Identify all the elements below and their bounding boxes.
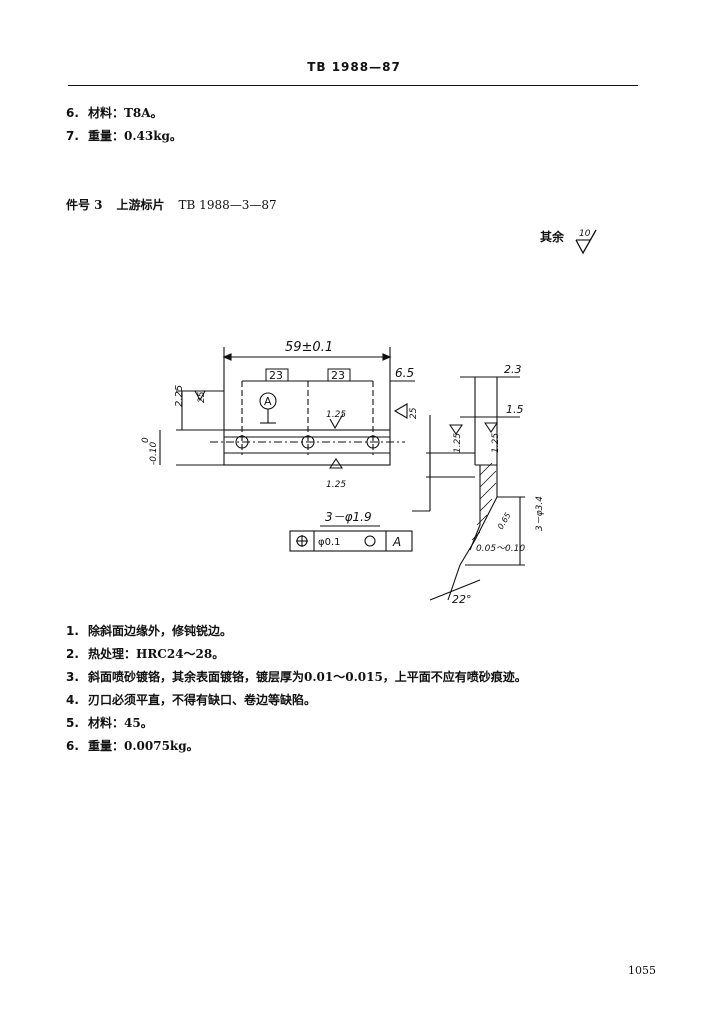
dim-overall-length: 59±0.1 bbox=[285, 340, 333, 355]
tol-datum: A bbox=[392, 535, 401, 549]
part-heading: 件号 3 上游标片 TB 1988—3—87 bbox=[66, 196, 291, 213]
dim-height-left: 2.25 bbox=[174, 385, 185, 407]
page-header: TB 1988—87 bbox=[307, 60, 401, 74]
note-text: 重量：0.0075kg。 bbox=[88, 739, 199, 753]
roughness-note-label: 其余 bbox=[540, 230, 565, 244]
dim-side-depth: 0.65 bbox=[496, 511, 513, 531]
note-3: 3. 斜面喷砂镀铬，其余表面镀铬，镀层厚为0.01～0.015，上平面不应有喷砂痕… bbox=[66, 668, 527, 685]
roughness-r6: 1.25 bbox=[491, 433, 501, 453]
part-code: TB 1988—3—87 bbox=[178, 198, 277, 212]
dim-holes: 3－φ1.9 bbox=[325, 510, 372, 524]
note-2: 2. 热处理：HRC24～28。 bbox=[66, 645, 224, 662]
tol-position-value: φ0.1 bbox=[318, 537, 341, 548]
dim-angle: 22° bbox=[452, 593, 472, 606]
note-number: 5. bbox=[66, 716, 79, 730]
technical-drawing: 59±0.1 23 23 6.5 2.25 0 -0.10 A 25 25 1.… bbox=[141, 340, 545, 606]
top-item-6: 6. 材料：T8A。 bbox=[66, 104, 163, 121]
roughness-r2: 25 bbox=[409, 407, 419, 419]
top-item-text: 材料：T8A。 bbox=[88, 106, 163, 120]
note-number: 1. bbox=[66, 624, 79, 638]
dim-spacing-1: 23 bbox=[269, 369, 283, 382]
page-number: 1055 bbox=[628, 964, 656, 977]
part-name: 上游标片 bbox=[116, 198, 165, 212]
part-label: 件号 3 bbox=[66, 198, 103, 212]
roughness-note-value: 10 bbox=[579, 229, 591, 239]
front-view-plate bbox=[223, 429, 391, 466]
top-item-number: 7. bbox=[66, 129, 79, 143]
note-text: 材料：45。 bbox=[88, 716, 153, 730]
check-icon bbox=[575, 229, 597, 255]
top-item-number: 6. bbox=[66, 106, 79, 120]
roughness-r4: 1.25 bbox=[326, 480, 346, 490]
note-5: 5. 材料：45。 bbox=[66, 714, 153, 731]
roughness-r3: 1.25 bbox=[326, 410, 346, 420]
dim-side-thickness: 0.05～0.10 bbox=[476, 544, 525, 554]
note-text: 刃口必须平直，不得有缺口、卷边等缺陷。 bbox=[88, 693, 317, 707]
roughness-note-symbol: 10 bbox=[575, 229, 597, 255]
side-view-profile bbox=[447, 464, 498, 601]
dim-right-offset: 6.5 bbox=[395, 366, 414, 380]
note-text: 除斜面边缘外，修钝锐边。 bbox=[88, 624, 233, 638]
dim-tol-top: 0 bbox=[141, 437, 151, 443]
note-6: 6. 重量：0.0075kg。 bbox=[66, 737, 199, 754]
note-4: 4. 刃口必须平直，不得有缺口、卷边等缺陷。 bbox=[66, 691, 316, 708]
dim-side-width: 2.3 bbox=[504, 363, 522, 376]
note-text: 斜面喷砂镀铬，其余表面镀铬，镀层厚为0.01～0.015，上平面不应有喷砂痕迹。 bbox=[88, 670, 527, 684]
datum-label: A bbox=[264, 395, 272, 408]
top-item-text: 重量：0.43kg。 bbox=[88, 129, 182, 143]
note-number: 6. bbox=[66, 739, 79, 753]
note-text: 热处理：HRC24～28。 bbox=[88, 647, 225, 661]
header-rule bbox=[68, 85, 638, 86]
dim-tol-bottom: -0.10 bbox=[149, 441, 159, 465]
roughness-r1: 25 bbox=[197, 391, 207, 403]
dim-spacing-2: 23 bbox=[331, 369, 345, 382]
roughness-note: 其余 bbox=[540, 228, 564, 245]
dim-holes-side: 3－φ3.4 bbox=[535, 496, 545, 531]
note-1: 1. 除斜面边缘外，修钝锐边。 bbox=[66, 622, 232, 639]
note-number: 2. bbox=[66, 647, 79, 661]
tolerance-frame bbox=[289, 530, 413, 552]
note-number: 4. bbox=[66, 693, 79, 707]
top-item-7: 7. 重量：0.43kg。 bbox=[66, 127, 182, 144]
dim-side-inner: 1.5 bbox=[506, 403, 524, 416]
note-number: 3. bbox=[66, 670, 79, 684]
roughness-r5: 1.25 bbox=[453, 433, 463, 453]
